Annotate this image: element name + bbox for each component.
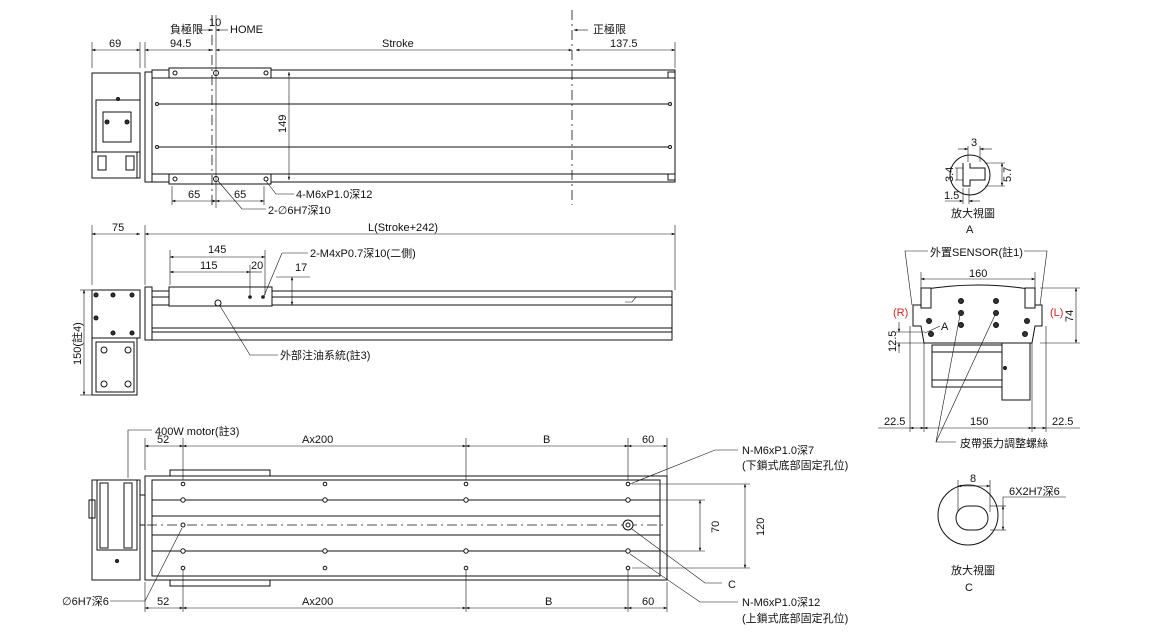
note-detail-c: C [728,579,736,591]
dim-width: 149 [277,115,289,133]
dim-22-5-left: 22.5 [884,416,905,428]
carriage-plate-top [168,67,272,79]
note-lower-holes: N-M6xP1.0深7 [742,444,814,457]
note-pin-hole: ∅6H7深6 [62,595,109,608]
dim-end: 137.5 [610,38,638,50]
bottom-view: 52 Ax200 B 60 52 Ax200 B 60 70 120 400W … [62,425,848,625]
dim-height: 150(註4) [71,322,84,365]
dim-total-length: L(Stroke+242) [368,222,438,234]
actuator-body-bottom [144,475,668,581]
mounting-holes [180,481,634,571]
note-motor: 400W motor(註3) [155,425,239,438]
sensor-note: 外置SENSOR(註1) [930,246,1023,259]
belt-tension-note: 皮帶張力調整螺絲 [960,436,1048,450]
dim-stroke: Stroke [382,38,414,50]
dim-start: 94.5 [170,38,191,50]
pos-limit-label: 正極限 [593,22,626,36]
detail-c-label: C [965,582,973,594]
dim-74: 74 [1064,310,1076,322]
dim-145: 145 [208,244,226,256]
detail-a-dim-5-7: 5.7 [1002,167,1014,182]
dim-b-top: B [543,434,550,446]
dim-hole-1: 65 [188,189,200,201]
dim-hole-2: 65 [234,189,246,201]
note-upper-holes: N-M6xP1.0深12 [742,596,820,609]
left-side-label: (L) [1050,307,1063,319]
oil-port [214,299,222,307]
dim-b-bottom: B [545,596,552,608]
dim-52-top: 52 [157,434,169,446]
detail-a: 3 3.4 5.7 1.5 放大視圖 A [944,137,1014,236]
actuator-body [151,69,676,183]
dim-17: 17 [295,262,307,274]
motor-gearbox [91,289,141,339]
note-lower-holes-sub: (下鎖式底部固定孔位) [742,458,848,472]
dim-motor-length-side: 75 [112,222,124,234]
end-plate [144,71,153,183]
detail-c: 8 6X2H7深6 放大視圖 C [937,473,1066,594]
dim-12-5: 12.5 [887,331,899,352]
top-view: 負極限 10 HOME 正極限 69 94.5 Stroke 137.5 149… [91,10,676,217]
end-plate-side [144,286,153,341]
dim-motor-length: 69 [109,38,121,50]
dim-60-bottom: 60 [642,596,654,608]
note-side-tap: 2-M4xP0.7深10(二側) [310,247,416,260]
dim-a-bottom: Ax200 [302,596,333,608]
note-upper-holes-sub: (上鎖式底部固定孔位) [742,611,848,625]
dim-60-top: 60 [642,434,654,446]
detail-a-marker: A [941,321,949,333]
end-view: 外置SENSOR(註1) 160 74 (R) (L) A 12.5 22.5 … [878,246,1080,450]
carriage-plate-bottom [168,173,272,185]
right-side-label: (R) [893,307,908,319]
side-view: 75 L(Stroke+242) 145 115 20 17 2-M4xP0.7… [71,222,676,396]
home-label: HOME [230,24,263,36]
note-oil-system: 外部注油系統(註3) [280,348,370,362]
dim-120: 120 [755,518,767,536]
dim-20: 20 [251,260,263,272]
note-tapped-holes: 4-M6xP1.0深12 [296,188,372,201]
detail-a-caption: 放大視圖 [951,206,995,220]
detail-a-dim-3-4: 3.4 [944,167,956,182]
dim-150: 150 [970,416,988,428]
dim-52-bottom: 52 [157,596,169,608]
motor-bottom [91,479,141,581]
detail-c-caption: 放大視圖 [951,563,995,577]
detail-c-note: 6X2H7深6 [1009,485,1060,498]
carriage-side [168,286,273,307]
neg-limit-label: 負極限 [170,22,203,36]
detail-a-label: A [966,224,974,236]
adjust-screws [926,298,1030,337]
detail-a-dim-1-5: 1.5 [944,190,959,202]
dim-a-top: Ax200 [302,434,333,446]
detail-a-dim-3: 3 [971,137,977,149]
detail-c-dim-8: 8 [970,473,976,485]
dim-22-5-right: 22.5 [1052,416,1073,428]
note-pin-holes: 2-∅6H7深10 [268,204,331,217]
dim-115: 115 [200,260,218,272]
dim-160: 160 [969,268,987,280]
dim-70: 70 [710,521,722,533]
home-offset-dim: 10 [209,17,221,29]
